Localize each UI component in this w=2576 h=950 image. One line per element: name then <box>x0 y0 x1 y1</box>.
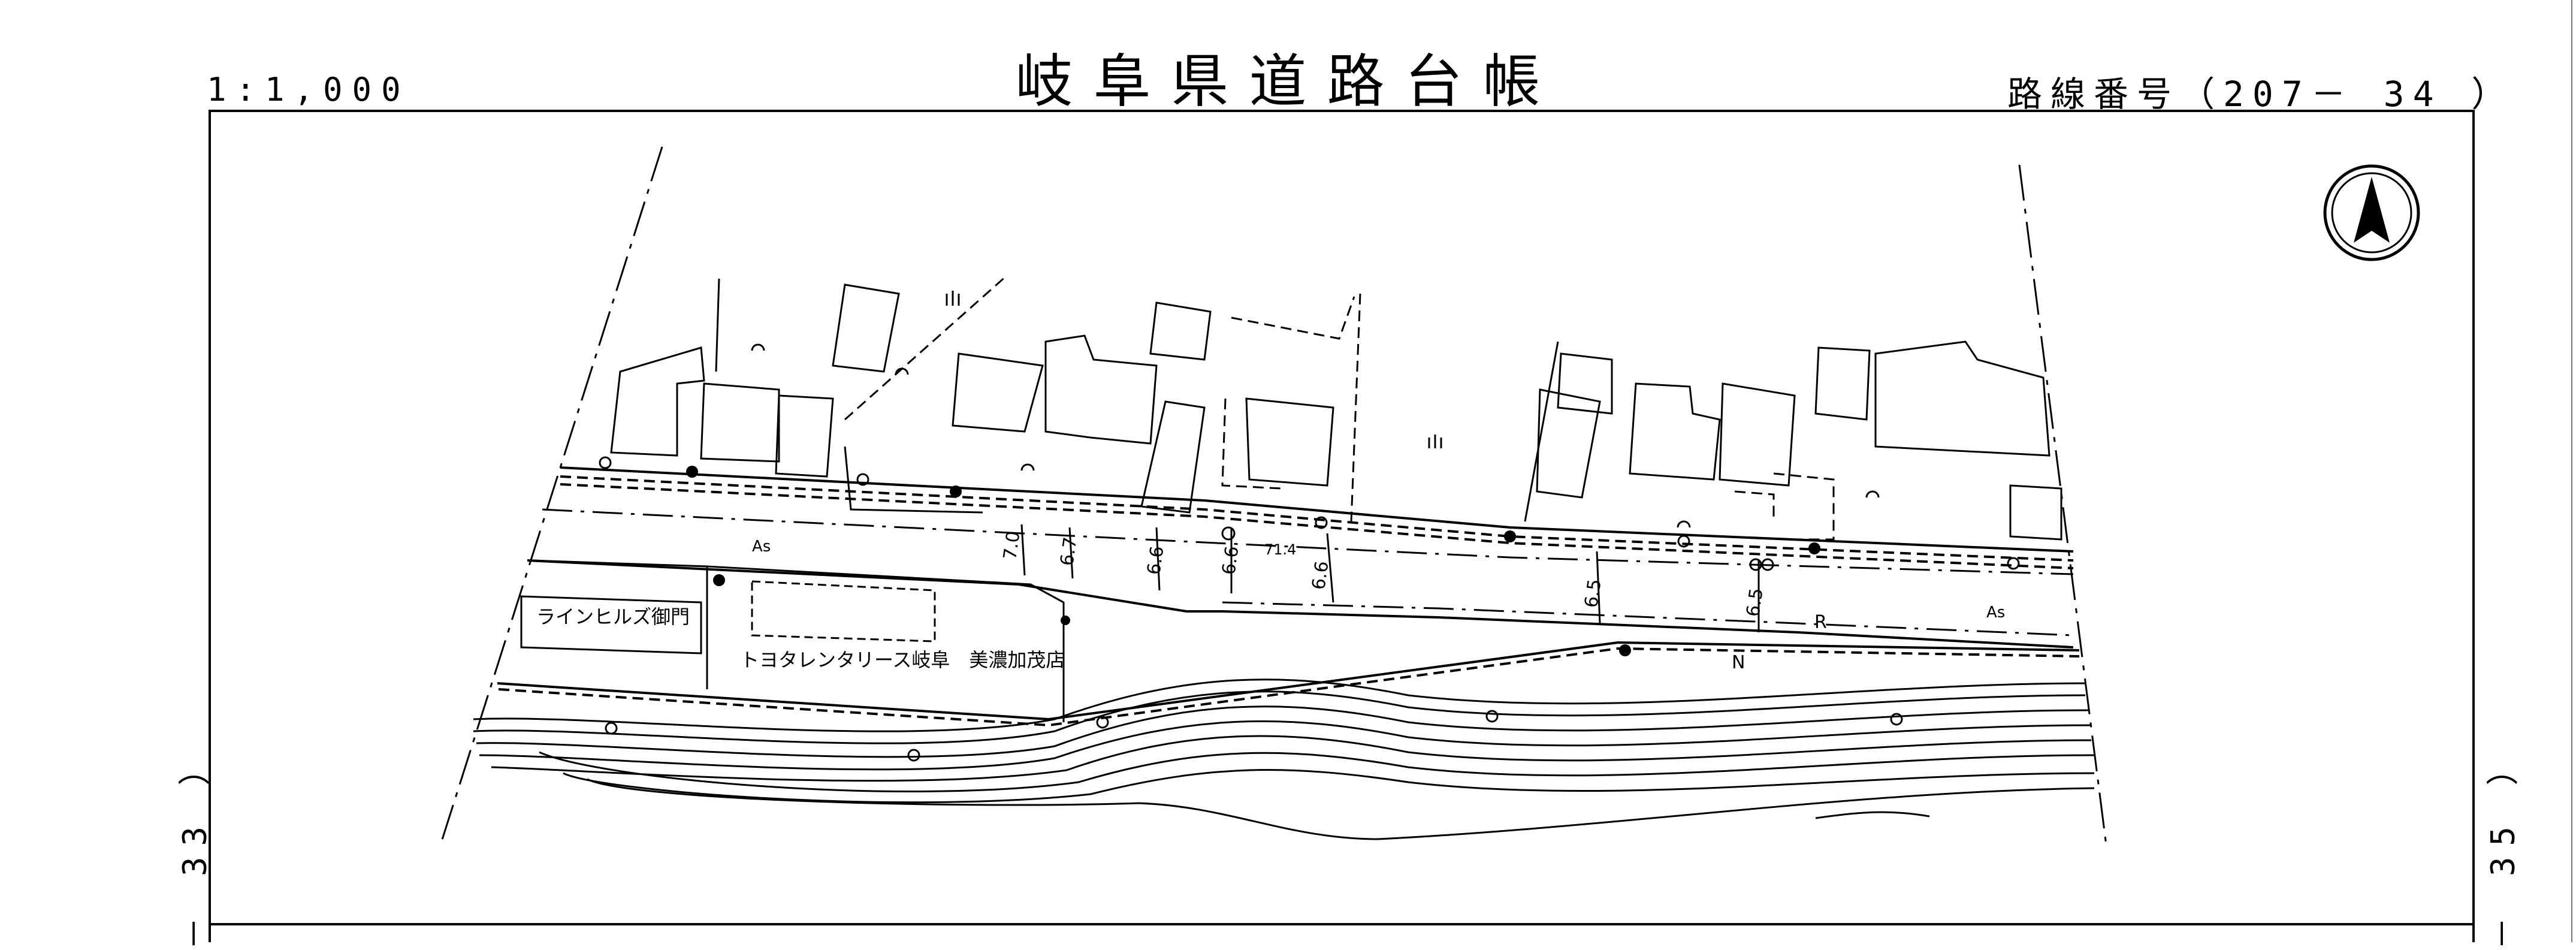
width-label-3: 6.6 <box>1143 545 1168 576</box>
tree-icon <box>751 343 1880 528</box>
width-label-7: 6.5 <box>1581 578 1605 609</box>
surface-label-left: As <box>752 538 771 556</box>
page-title: 岐阜県道路台帳 <box>1015 48 1561 115</box>
road-edges <box>497 466 2080 727</box>
right-adjacent-sheet: － 35 ） <box>2484 742 2522 950</box>
parcel-dashed <box>844 275 1835 541</box>
width-label-2: 6.7 <box>1056 536 1081 567</box>
place-label-toyota: トヨタレンタリース岐阜 美濃加茂店 <box>740 649 1065 671</box>
map-frame <box>209 110 2475 942</box>
parcel-lines <box>520 278 2062 722</box>
contour-lines <box>473 678 2095 840</box>
width-dimensions <box>1020 524 1760 632</box>
width-label-6: 6.6 <box>1308 560 1333 591</box>
road-letter-r: R <box>1814 612 1827 633</box>
width-label-4: 6.6 <box>1218 545 1243 576</box>
width-label-1: 7.0 <box>999 530 1024 561</box>
road-letter-n: N <box>1732 652 1745 673</box>
width-label-8: 6.5 <box>1743 587 1767 618</box>
width-label-5: 71.4 <box>1264 541 1296 558</box>
section-boundaries <box>439 146 2107 846</box>
place-label-rainhills: ラインヒルズ御門 <box>536 605 690 628</box>
left-adjacent-sheet: － 33 ） <box>176 742 214 950</box>
surface-label-right: As <box>1986 604 2005 622</box>
north-arrow-icon <box>2323 164 2420 261</box>
scale-label: 1:1,000 <box>207 71 410 108</box>
grass-symbol-icon <box>946 291 1442 448</box>
route-number: 路線番号（207－ 34 ） <box>2007 74 2515 114</box>
manhole-icon <box>599 456 2020 762</box>
utility-pole-icon <box>686 466 1820 656</box>
